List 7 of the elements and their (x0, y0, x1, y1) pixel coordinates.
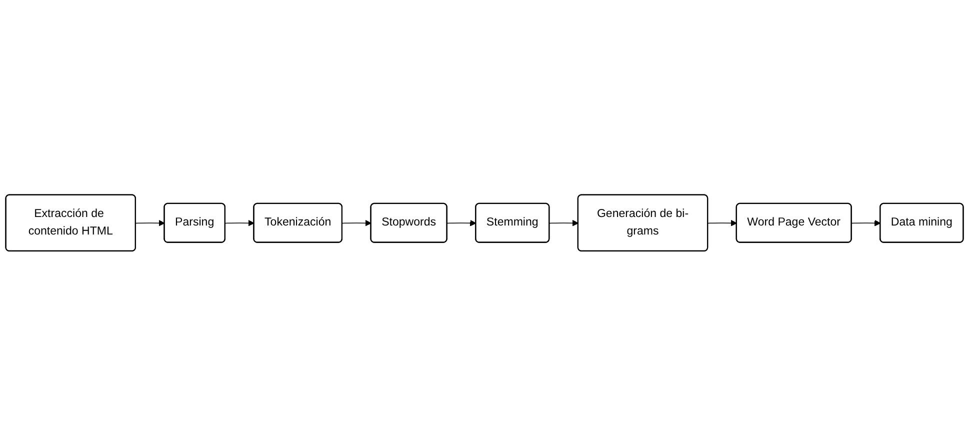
arrow (549, 220, 579, 226)
arrow (224, 220, 254, 226)
arrow (446, 220, 476, 226)
arrow (135, 220, 165, 226)
arrow (851, 220, 881, 226)
arrow (708, 220, 738, 226)
arrow (342, 220, 372, 226)
